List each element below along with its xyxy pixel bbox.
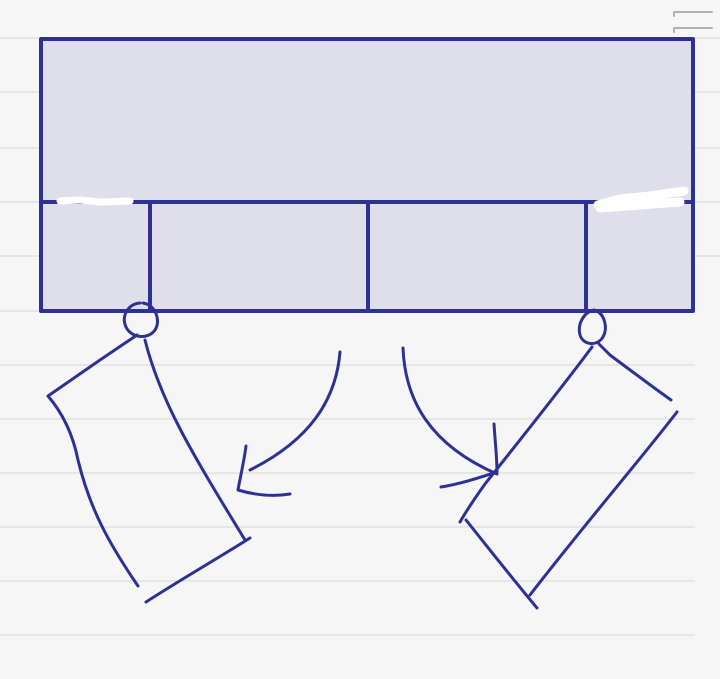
hinge-circles bbox=[122, 301, 607, 345]
right-panel-outline bbox=[464, 518, 539, 610]
left-panel-outline bbox=[46, 333, 140, 588]
eraser-marks bbox=[56, 186, 689, 213]
left-panel-outline bbox=[143, 338, 247, 542]
right-panel-outline bbox=[458, 345, 594, 524]
top-beam-rectangle bbox=[39, 37, 695, 313]
right-panel-outline bbox=[597, 342, 673, 402]
right-arrow-curve bbox=[401, 346, 499, 476]
menu-icon[interactable] bbox=[673, 11, 713, 33]
right-panel-outline bbox=[528, 410, 679, 597]
right-rotation-arrow bbox=[401, 346, 499, 489]
hinge-circle-left bbox=[122, 301, 159, 338]
left-arrow-curve bbox=[248, 350, 342, 472]
left-panel-outline bbox=[144, 536, 252, 604]
right-swing-panel bbox=[458, 342, 679, 610]
eraser-mark-left bbox=[56, 196, 134, 206]
hinge-circle-right bbox=[577, 308, 607, 345]
right-arrow-head bbox=[439, 422, 499, 489]
left-rotation-arrow bbox=[236, 350, 342, 497]
left-arrow-head bbox=[236, 444, 292, 497]
left-swing-panel bbox=[46, 333, 252, 604]
eraser-mark-right bbox=[593, 186, 689, 213]
